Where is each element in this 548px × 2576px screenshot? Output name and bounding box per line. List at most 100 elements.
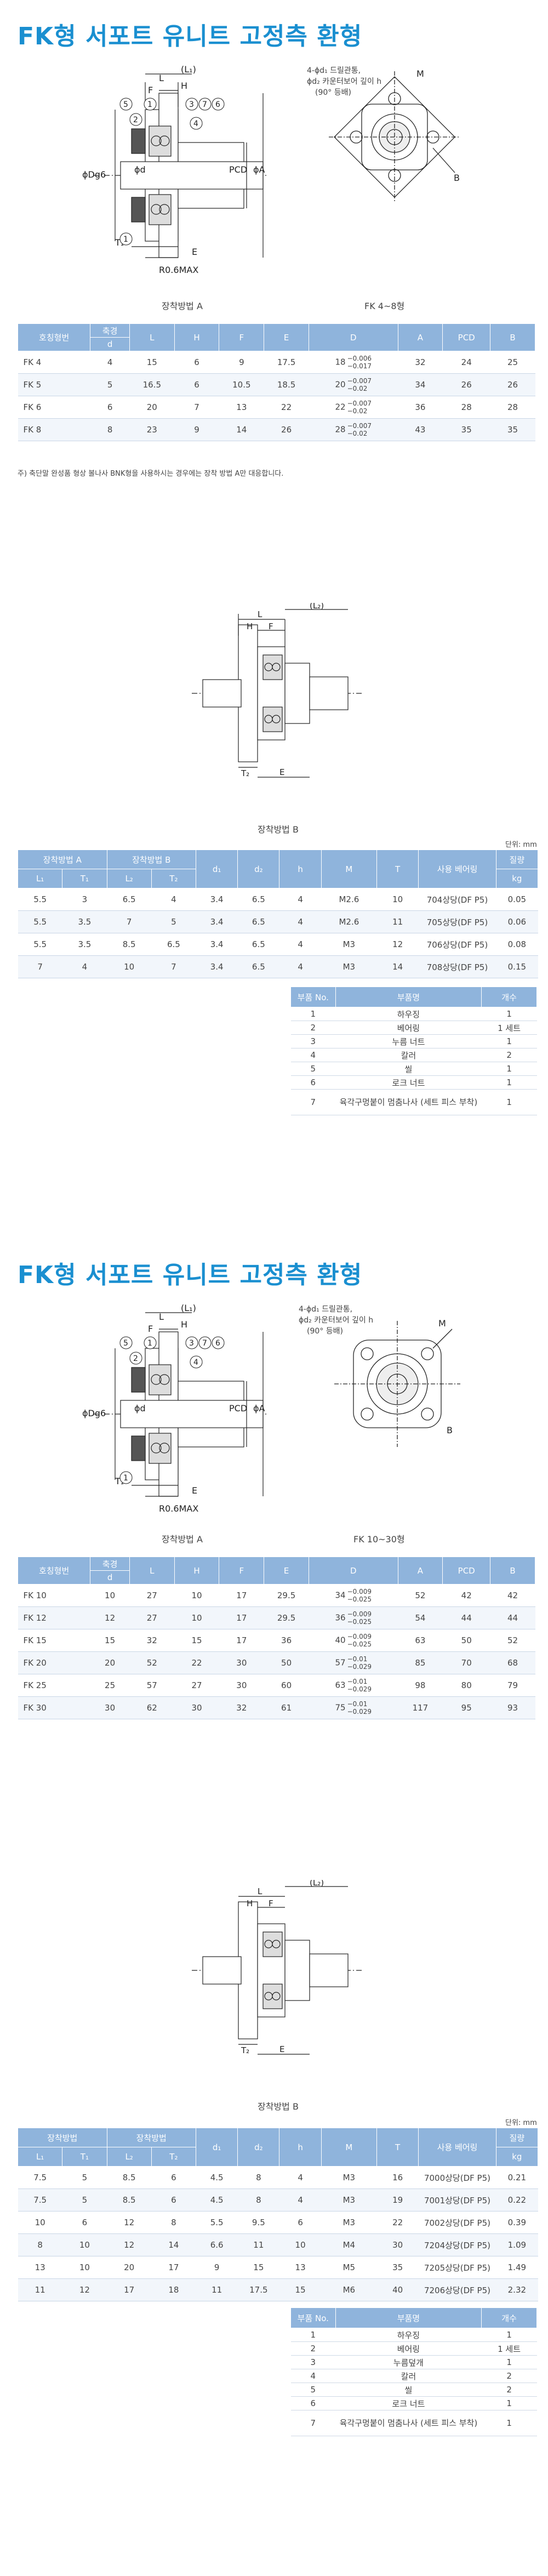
- cell-h: 15: [174, 1629, 219, 1652]
- label-t2: T₂: [241, 2045, 249, 2055]
- table-cell: 18: [151, 2278, 196, 2301]
- table-cell: 706상당(DF P5): [418, 933, 496, 956]
- table-cell: M3: [321, 2189, 377, 2212]
- label-l: L: [258, 1887, 262, 1896]
- table-cell: 2: [481, 1048, 537, 1062]
- table-cell: M4: [321, 2233, 377, 2256]
- table-cell: 4: [151, 888, 196, 911]
- table-cell: 3.4: [196, 955, 238, 978]
- cell-l: 27: [129, 1606, 175, 1629]
- table-cell: 4: [290, 1048, 336, 1062]
- cell-l: 32: [129, 1629, 175, 1652]
- balloon: 5: [123, 1339, 128, 1348]
- caption-fk-range: FK 4~8형: [364, 301, 405, 311]
- table-cell: 7206상당(DF P5): [418, 2278, 496, 2301]
- tolerance: −0.007−0.02: [347, 400, 372, 415]
- cell-e: 17.5: [264, 351, 309, 374]
- table-cell: 칼러: [335, 2369, 482, 2383]
- cell-d: 25: [90, 1674, 130, 1697]
- col-group-a: 장착방법 A: [18, 850, 107, 869]
- tolerance: −0.009−0.025: [347, 1610, 372, 1626]
- table-cell: 1.09: [496, 2233, 538, 2256]
- cell-d-value: 40: [335, 1635, 346, 1645]
- col-group-b: 장착방법 B: [106, 850, 196, 869]
- table-cell: 30: [376, 2233, 419, 2256]
- table-cell: 1: [290, 2328, 336, 2342]
- balloon: 7: [202, 100, 207, 109]
- table-cell: 1.49: [496, 2256, 538, 2279]
- cell-a: 54: [398, 1606, 443, 1629]
- cell-b: 25: [490, 351, 535, 374]
- table-cell: 11: [376, 910, 419, 933]
- cell-d: 10: [90, 1584, 130, 1607]
- label-m: M: [416, 69, 424, 79]
- cell-e: 18.5: [264, 373, 309, 396]
- cell-d-tol: 75−0.01−0.029: [309, 1696, 398, 1719]
- table-cell: 7.5: [18, 2189, 62, 2212]
- col-d-top: 축경: [90, 323, 130, 338]
- cell-f: 30: [219, 1674, 264, 1697]
- label-h: H: [247, 622, 253, 631]
- table-cell: 6: [290, 1075, 336, 1090]
- cell-a: 85: [398, 1651, 443, 1674]
- cell-b: 44: [490, 1606, 535, 1629]
- table-cell: 1: [481, 2410, 537, 2436]
- drawing-front-view: M B: [329, 69, 460, 203]
- table-cell: 6.5: [237, 955, 279, 978]
- cell-l: 52: [129, 1651, 175, 1674]
- label-b: B: [454, 173, 460, 183]
- table-cell: 20: [107, 2256, 152, 2279]
- cell-f: 17: [219, 1584, 264, 1607]
- cell-f: 10.5: [219, 373, 264, 396]
- cell-model: FK 15: [18, 1629, 90, 1652]
- label-h: H: [181, 1319, 187, 1330]
- balloon: 6: [215, 1339, 220, 1348]
- table-cell: 7: [290, 2410, 336, 2436]
- cell-d-tol: 28−0.007−0.02: [309, 418, 398, 441]
- label-dg6: ϕDg6: [82, 1408, 106, 1418]
- unit-label: 단위: mm: [505, 841, 537, 849]
- balloon: 6: [215, 100, 220, 109]
- cell-pcd: 80: [442, 1674, 490, 1697]
- cell-l: 15: [129, 351, 175, 374]
- table-cell: 12: [62, 2278, 107, 2301]
- label-l: L: [159, 1312, 164, 1322]
- table-cell: 17: [151, 2256, 196, 2279]
- label-l: L: [159, 73, 164, 83]
- cell-f: 9: [219, 351, 264, 374]
- cell-model: FK 4: [18, 351, 90, 374]
- cell-d: 8: [90, 418, 130, 441]
- cell-l: 20: [129, 396, 175, 419]
- label-f: F: [148, 85, 153, 95]
- table-cell: 7205상당(DF P5): [418, 2256, 496, 2279]
- table-cell: 5.5: [196, 2211, 238, 2234]
- drawing-mount-b: L (L₂) H F T₂ E: [192, 603, 362, 778]
- caption-mount-a: 장착방법 A: [162, 1534, 203, 1545]
- caption-fk-range: FK 10~30형: [353, 1534, 405, 1545]
- section-title: FK형 서포트 유니트 고정측 환형: [18, 22, 363, 50]
- drawing-mount-b: L (L₂) H F T₂ E: [192, 1880, 362, 2055]
- cell-a: 43: [398, 418, 443, 441]
- label-r: R0.6MAX: [159, 265, 198, 275]
- label-e: E: [192, 1485, 197, 1496]
- table-cell: 10: [18, 2211, 62, 2234]
- table-cell: M2.6: [321, 888, 377, 911]
- table-cell: 8.5: [107, 933, 152, 956]
- tolerance: −0.006−0.017: [347, 355, 372, 370]
- label-f: F: [269, 622, 273, 631]
- table-cell: 15: [279, 2278, 322, 2301]
- table-cell: 10: [279, 2233, 322, 2256]
- table-cell: 베어링: [335, 2341, 482, 2356]
- table-cell: 11: [18, 2278, 62, 2301]
- cell-f: 32: [219, 1696, 264, 1719]
